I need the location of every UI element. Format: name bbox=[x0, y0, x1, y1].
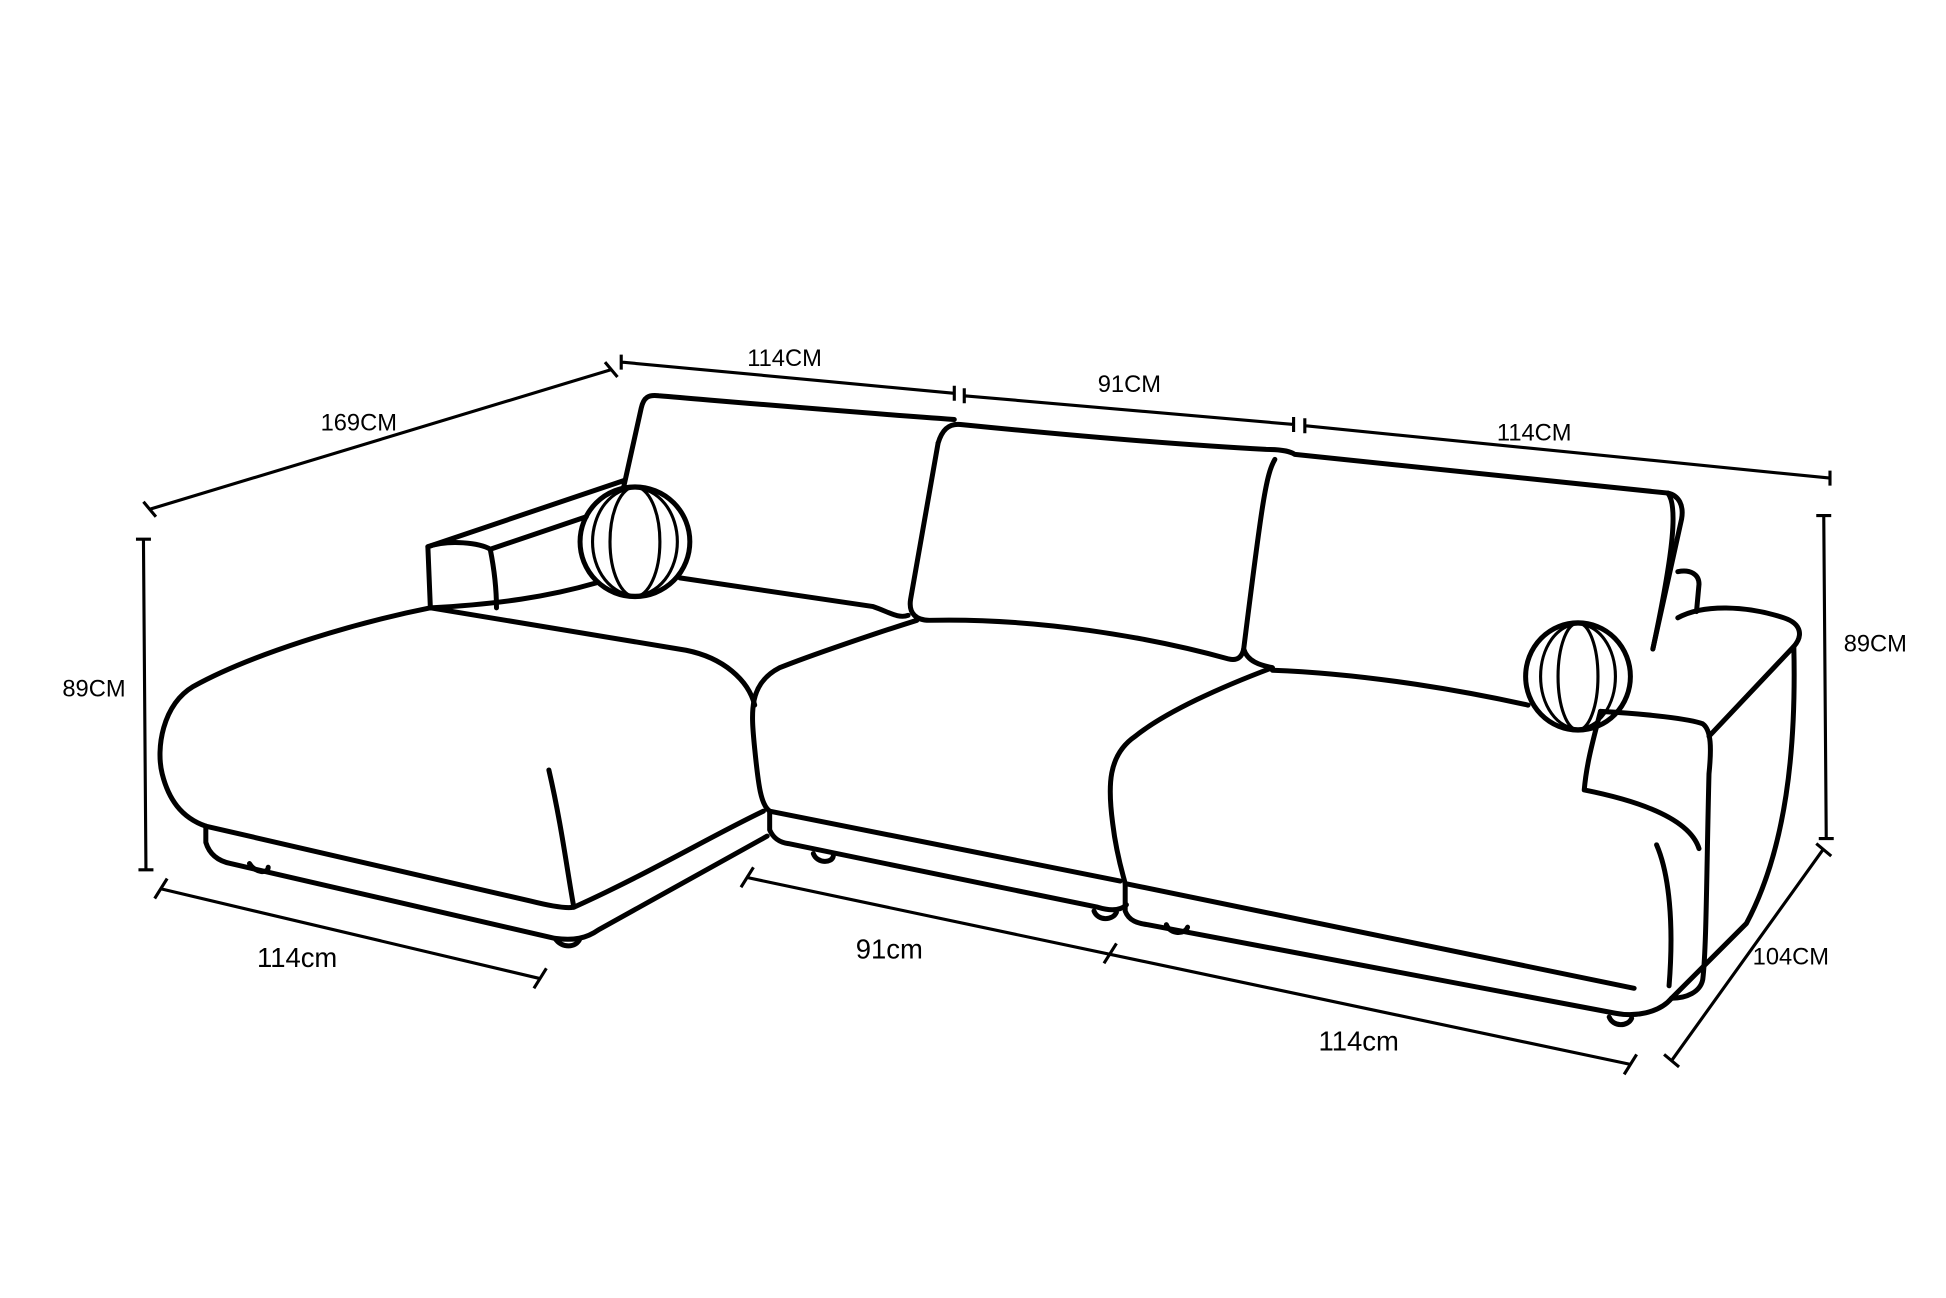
label-depth-right: 104CM bbox=[1753, 945, 1829, 971]
back-cushion-right bbox=[1241, 456, 1278, 671]
right-seat bbox=[1107, 665, 1637, 991]
label-height-left: 89CM bbox=[62, 676, 125, 702]
label-front-right: 114cm bbox=[1319, 1026, 1399, 1057]
dimension-lines bbox=[135, 354, 1834, 1076]
right-bolster-pillow bbox=[1523, 620, 1633, 733]
back-cushion-middle bbox=[935, 421, 1685, 652]
middle-seat bbox=[750, 617, 1123, 884]
label-back-right: 114CM bbox=[1497, 421, 1572, 447]
sofa-drawing bbox=[157, 392, 1802, 1028]
label-back-left: 114CM bbox=[747, 346, 822, 372]
back-cushion-left bbox=[621, 392, 957, 490]
left-bolster-pillow bbox=[577, 484, 693, 600]
label-back-middle: 91CM bbox=[1098, 372, 1161, 398]
right-arm bbox=[1675, 605, 1802, 739]
label-front-left: 114cm bbox=[257, 942, 337, 973]
dimension-labels: 169CM 114CM 91CM 114CM 89CM 89CM 114cm 9… bbox=[62, 346, 1907, 1057]
label-height-right: 89CM bbox=[1844, 631, 1907, 657]
label-chaise-depth: 169CM bbox=[321, 411, 397, 437]
label-front-middle: 91cm bbox=[856, 933, 923, 964]
chaise-seat bbox=[157, 605, 766, 911]
chaise-base bbox=[203, 823, 770, 942]
